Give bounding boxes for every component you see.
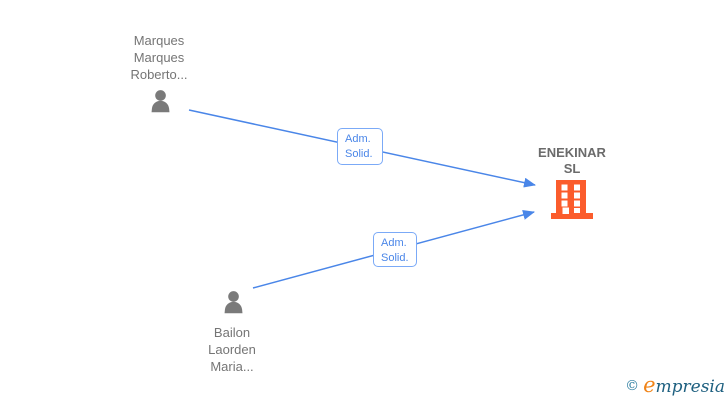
company-name-label[interactable]: ENEKINAR SL: [538, 145, 606, 176]
person1-name-label[interactable]: Marques Marques Roberto...: [130, 33, 188, 82]
copyright-icon: ©: [625, 378, 640, 394]
person2-name-label[interactable]: Bailon Laorden Maria...: [208, 325, 256, 374]
company-building-icon[interactable]: [551, 180, 593, 219]
edge2-relation-label: Adm. Solid.: [373, 232, 417, 267]
empresia-logo-text: mpresia: [655, 377, 726, 397]
building-windows: [561, 184, 580, 214]
empresia-logo: ©empresia: [625, 373, 725, 397]
edge1-relation-label: Adm. Solid.: [337, 128, 383, 165]
person2-icon[interactable]: [224, 291, 243, 314]
person1-icon[interactable]: [151, 90, 170, 113]
empresia-logo-initial: e: [643, 373, 656, 397]
